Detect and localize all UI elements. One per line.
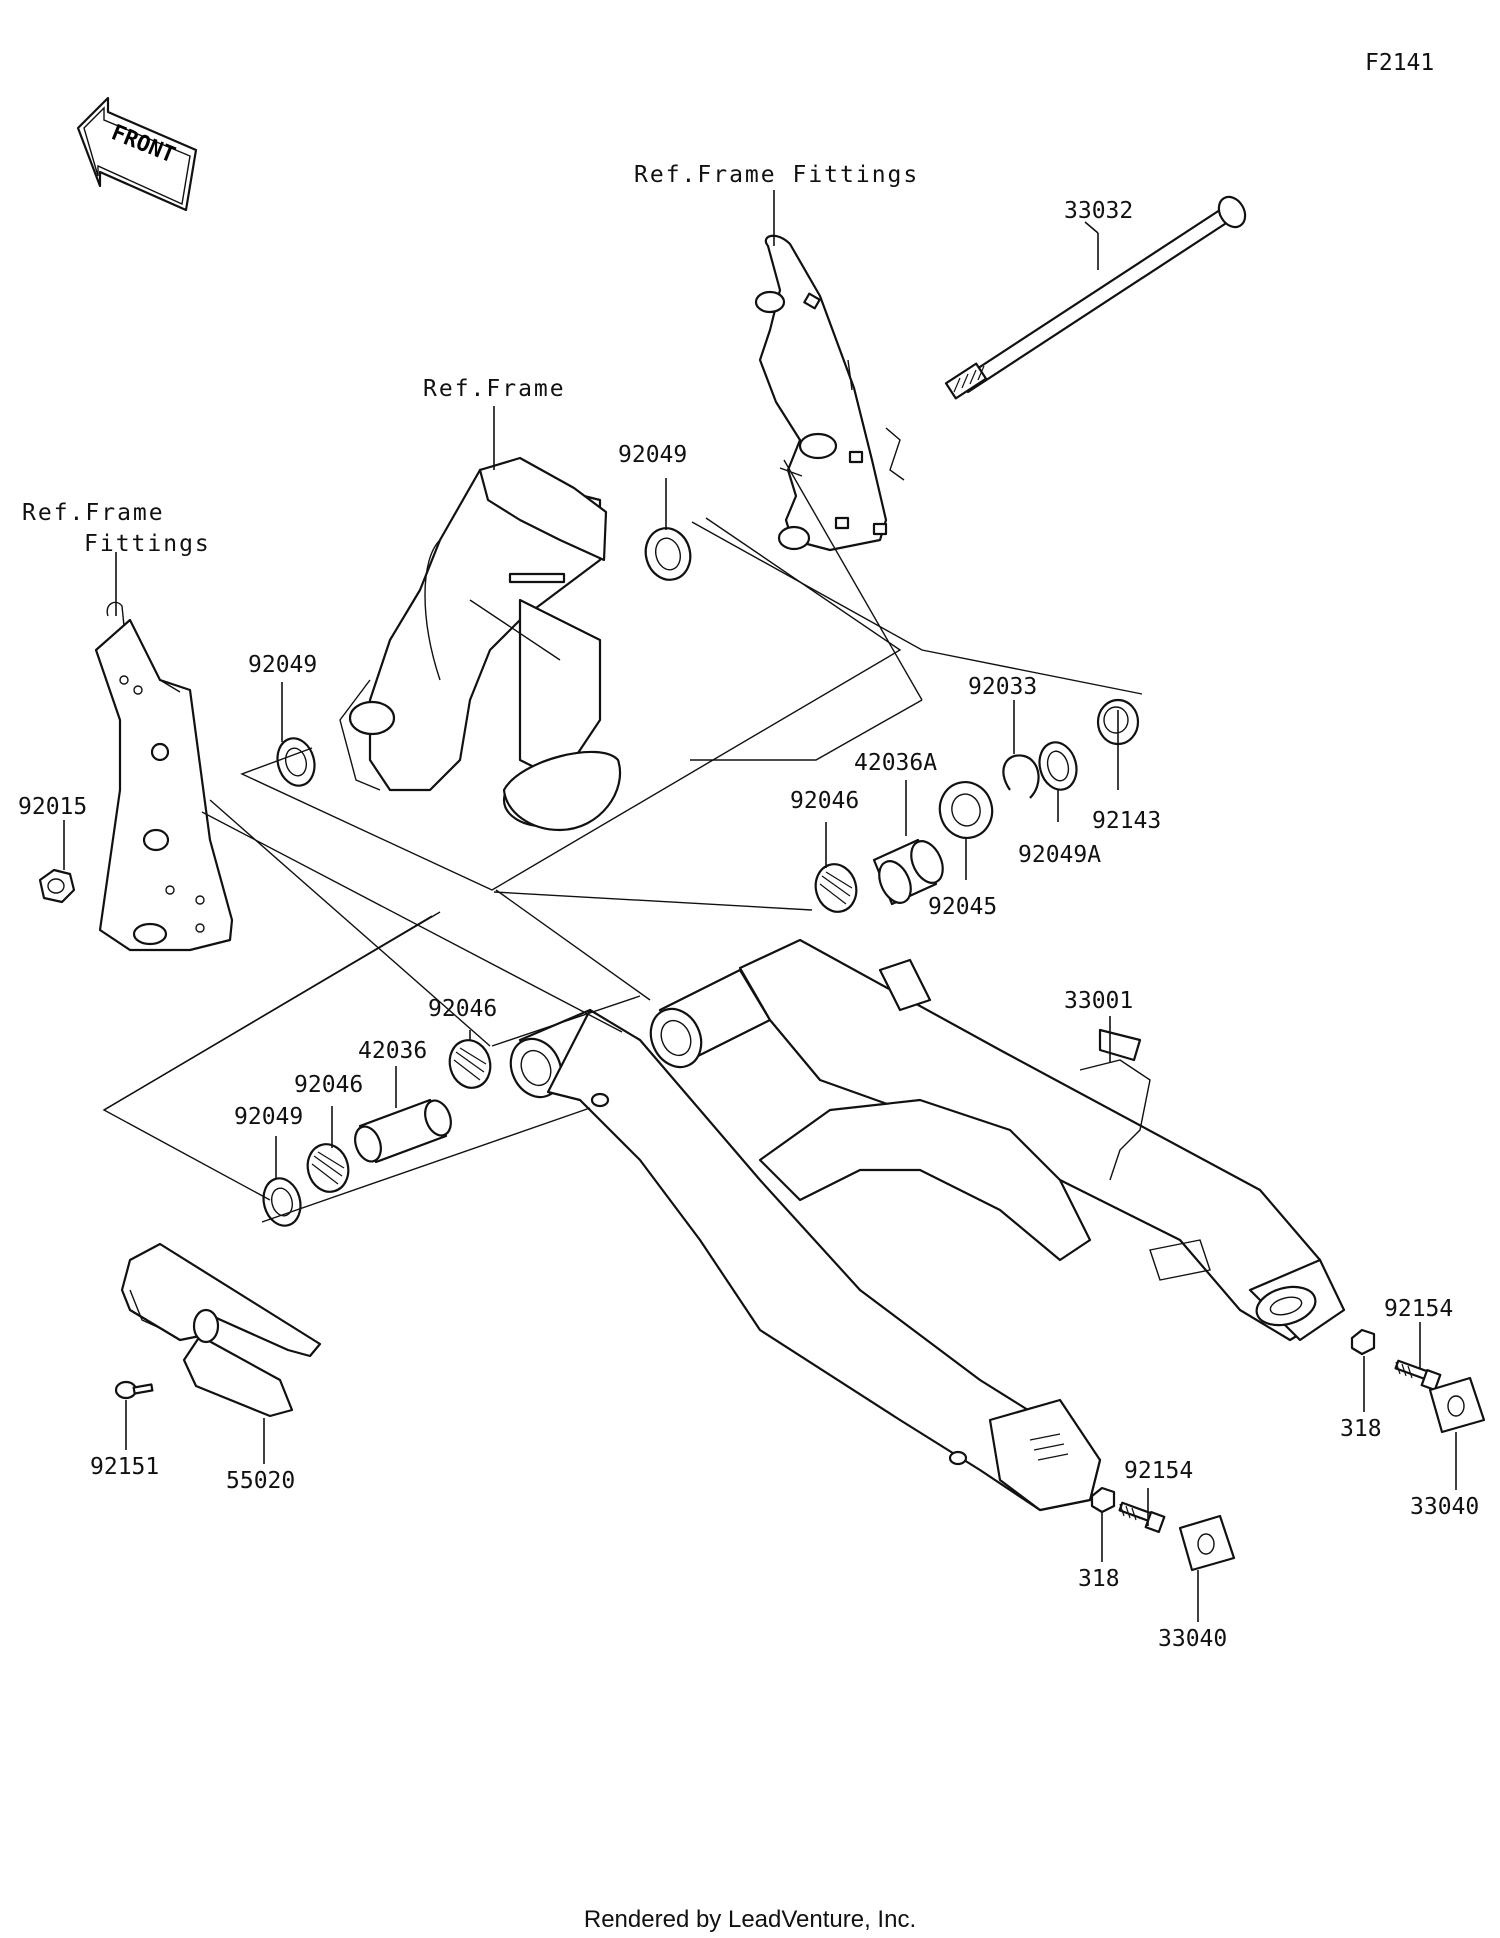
frame-section-illustration <box>339 456 621 832</box>
part-number-92049-top: 92049 <box>618 442 688 468</box>
bearing-92046-low-illustration <box>306 1143 350 1193</box>
bearing-92046-right-illustration <box>814 863 858 913</box>
part-number-92049-low: 92049 <box>234 1104 304 1130</box>
part-number-92033: 92033 <box>968 674 1038 700</box>
part-number-92154-low: 92154 <box>1124 1458 1194 1484</box>
part-number-318-low: 318 <box>1078 1566 1120 1592</box>
part-number-33032: 33032 <box>1064 198 1134 224</box>
diagram-id: F2141 <box>1365 50 1435 76</box>
part-number-92154-right: 92154 <box>1384 1296 1454 1322</box>
collar-42036A-illustration <box>872 838 944 906</box>
frame-fittings-upper-illustration <box>754 234 905 552</box>
swingarm-33001-illustration <box>509 938 1346 1512</box>
part-number-33001: 33001 <box>1064 988 1134 1014</box>
part-number-92151: 92151 <box>90 1454 160 1480</box>
ref-frame-fittings-left-line1: Ref.Frame <box>22 500 165 526</box>
bolt-92154-right-illustration <box>1394 1359 1442 1392</box>
leader-lines <box>63 190 1457 1622</box>
circlip-92033-illustration <box>1002 754 1040 799</box>
assembly-guide-lines <box>102 459 1143 1223</box>
nut-318-low-illustration <box>1090 1486 1116 1514</box>
washer-92049-low-illustration <box>262 1177 302 1227</box>
frame-fittings-left-illustration <box>94 601 234 952</box>
washer-92049-top-illustration <box>644 527 692 581</box>
part-number-92046-mid: 92046 <box>428 996 498 1022</box>
part-number-33040-low: 33040 <box>1158 1626 1228 1652</box>
part-number-42036: 42036 <box>358 1038 428 1064</box>
adjuster-33040-right-illustration <box>1428 1376 1486 1434</box>
part-number-92046-low: 92046 <box>294 1072 364 1098</box>
swingarm-pivot-axle-illustration <box>944 195 1247 400</box>
ref-frame: Ref.Frame <box>423 376 566 402</box>
part-number-33040-right: 33040 <box>1410 1494 1480 1520</box>
seal-92049A-illustration <box>1038 741 1078 791</box>
part-number-92049A: 92049A <box>1018 842 1102 868</box>
part-number-92143: 92143 <box>1092 808 1162 834</box>
front-arrow-icon: FRONT <box>76 96 198 212</box>
chain-guide-55020-illustration <box>120 1242 322 1418</box>
ref-frame-fittings-left-line2: Fittings <box>84 531 211 557</box>
bearing-92045-illustration <box>938 781 994 839</box>
part-number-318-right: 318 <box>1340 1416 1382 1442</box>
footer-credit: Rendered by LeadVenture, Inc. <box>583 1906 917 1933</box>
washer-92049-left-illustration <box>276 737 316 787</box>
bolt-92154-low-illustration <box>1118 1501 1166 1534</box>
screw-92151-illustration <box>114 1380 154 1400</box>
part-number-92049-left: 92049 <box>248 652 318 678</box>
part-number-92045: 92045 <box>928 894 998 920</box>
part-number-92015: 92015 <box>18 794 88 820</box>
part-number-92046-right: 92046 <box>790 788 860 814</box>
nut-318-right-illustration <box>1350 1328 1376 1356</box>
collar-42036-illustration <box>354 1098 452 1164</box>
part-number-55020: 55020 <box>226 1468 296 1494</box>
adjuster-33040-low-illustration <box>1178 1514 1236 1572</box>
part-number-42036A: 42036A <box>854 750 938 776</box>
ref-frame-fittings-top: Ref.Frame Fittings <box>634 162 920 188</box>
bearing-92046-mid-illustration <box>448 1039 492 1089</box>
nut-92015-illustration <box>38 868 76 904</box>
